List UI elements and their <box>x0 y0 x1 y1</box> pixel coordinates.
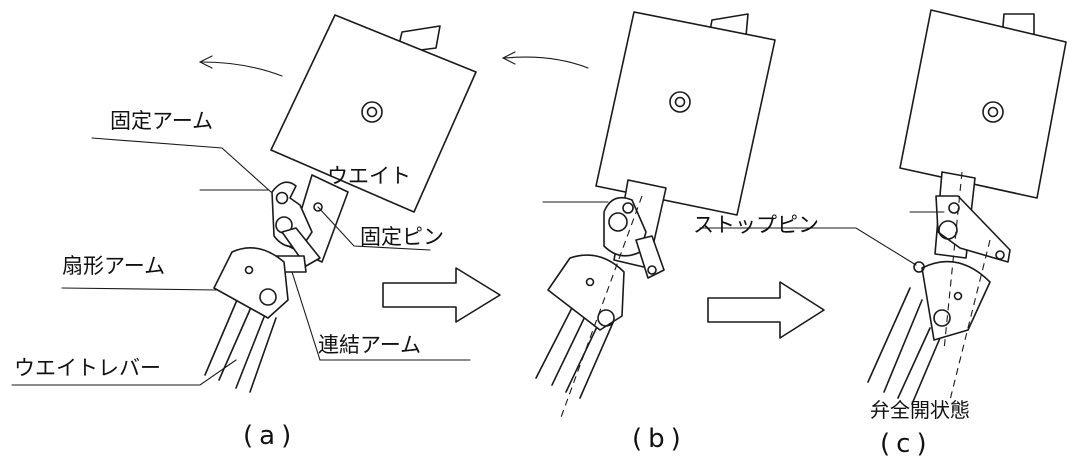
transition-arrow-bc <box>707 281 825 339</box>
link-arm-b <box>635 235 665 279</box>
weight-lever-c <box>867 287 941 405</box>
caption-a: (a) <box>243 421 297 451</box>
panel-b: (b) <box>501 11 776 454</box>
fan-arm-label: 扇形アーム <box>62 254 165 278</box>
fan-arm-c <box>913 260 991 341</box>
caption-c: (c) <box>880 429 933 459</box>
weight-b <box>595 11 776 216</box>
fan-arm-b <box>547 254 625 331</box>
link-arm-label: 連結アーム <box>318 333 421 357</box>
leader-fan-arm <box>61 287 219 291</box>
rotation-arrow-a <box>201 61 283 77</box>
leader-link-arm <box>291 271 471 361</box>
fixed-pin-label: 固定ピン <box>360 225 444 249</box>
centerline-b <box>559 195 643 421</box>
weight-label: ウエイト <box>327 164 411 188</box>
weight-lever-label: ウエイトレバー <box>14 356 161 380</box>
fixed-arm-label: 固定アーム <box>110 109 213 133</box>
panel-a: 固定アーム ウエイト 固定ピン 扇形アーム 連結アーム ウエイトレバー (a) <box>11 14 477 451</box>
leader-fixed-arm <box>91 137 272 193</box>
leader-weight-lever <box>11 359 237 386</box>
valve-fully-open-label: 弁全開状態 <box>870 398 970 422</box>
weight-c <box>899 9 1067 199</box>
stop-pin-c <box>913 261 925 273</box>
rotation-arrow-b <box>504 56 589 69</box>
leader-fixed-pin <box>317 206 431 251</box>
caption-b: (b) <box>632 424 687 454</box>
centerline-c-2 <box>949 239 991 401</box>
weight-lever-a <box>204 299 277 393</box>
fan-arm-a <box>213 246 289 319</box>
fixed-arm-c <box>935 195 1011 263</box>
transition-arrow-ab <box>382 267 501 323</box>
centerline-c-1 <box>943 171 963 351</box>
stop-pin-label: ストップピン <box>693 213 819 237</box>
panel-c: ストップピン 弁全開状態 (c) <box>693 9 1067 459</box>
rotation-arrow-a-head <box>198 55 213 69</box>
weight-a <box>270 14 477 213</box>
leader-stop-pin <box>699 227 917 266</box>
